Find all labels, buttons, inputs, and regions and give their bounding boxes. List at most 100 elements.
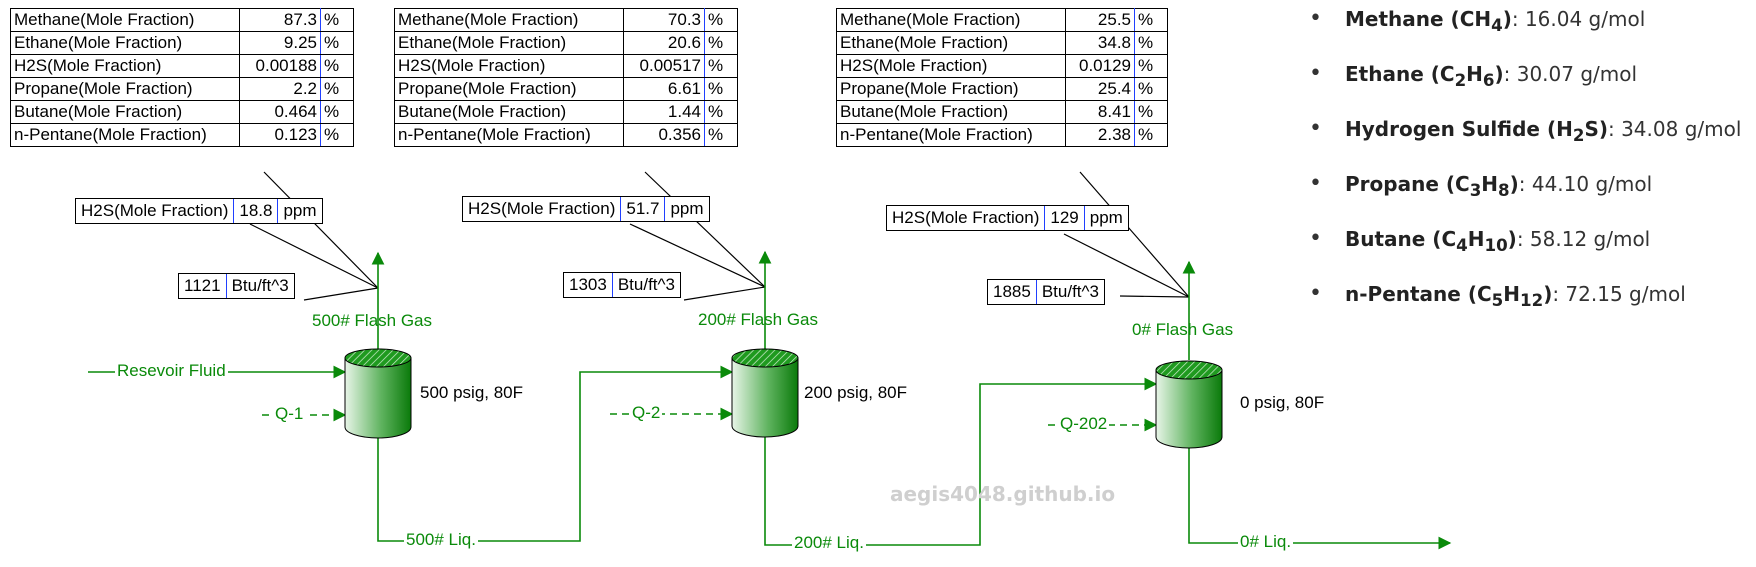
- bullet-icon: •: [1309, 281, 1322, 306]
- component-value: 20.6: [623, 31, 705, 55]
- heating-value-box-3: 1885 Btu/ft^3: [987, 279, 1105, 305]
- table-row: H2S(Mole Fraction)0.00517%: [394, 54, 738, 78]
- formula-subscript: 2: [1572, 126, 1585, 145]
- gas-stream-label-2: 200# Flash Gas: [698, 310, 819, 329]
- list-item: •Hydrogen Sulfide (H2S): 34.08 g/mol: [1303, 110, 1741, 165]
- heating-value: 1121: [184, 276, 221, 295]
- separator-vessel-2[interactable]: [731, 348, 799, 438]
- separator-conditions-1: 500 psig, 80F: [420, 383, 524, 402]
- component-unit: %: [1134, 8, 1168, 32]
- table-row: n-Pentane(Mole Fraction)0.356%: [394, 123, 738, 147]
- heating-unit: Btu/ft^3: [1035, 280, 1104, 304]
- h2s-label: H2S(Mole Fraction): [892, 208, 1040, 227]
- component-unit: %: [1134, 54, 1168, 78]
- component-label: n-Pentane(Mole Fraction): [836, 123, 1066, 147]
- h2s-label: H2S(Mole Fraction): [81, 201, 229, 220]
- component-value: 9.25: [239, 31, 321, 55]
- formula-part: C: [1476, 282, 1492, 306]
- component-unit: %: [704, 31, 738, 55]
- component-unit: %: [1134, 77, 1168, 101]
- h2s-value: 129: [1044, 206, 1085, 230]
- gas-stream-label-1: 500# Flash Gas: [312, 311, 433, 330]
- component-unit: %: [320, 8, 354, 32]
- component-value: 0.00188: [239, 54, 321, 78]
- h2s-ppm-box-2: H2S(Mole Fraction) 51.7 ppm: [462, 196, 710, 222]
- component-label: Propane(Mole Fraction): [10, 77, 240, 101]
- separator-vessel-3[interactable]: [1155, 360, 1223, 449]
- component-value: 8.41: [1065, 100, 1135, 124]
- component-unit: %: [320, 31, 354, 55]
- composition-table-1: Methane(Mole Fraction)87.3% Ethane(Mole …: [10, 8, 354, 147]
- compound-name: n-Pentane: [1345, 282, 1461, 306]
- component-label: H2S(Mole Fraction): [10, 54, 240, 78]
- component-label: Methane(Mole Fraction): [394, 8, 624, 32]
- liquid-stream-label-2: 200# Liq.: [792, 533, 866, 553]
- liquid-stream-label-1: 500# Liq.: [404, 530, 478, 550]
- molar-mass-value: : 16.04 g/mol: [1511, 7, 1646, 31]
- component-value: 0.00517: [623, 54, 705, 78]
- component-label: Butane(Mole Fraction): [394, 100, 624, 124]
- list-item: •Butane (C4H10): 58.12 g/mol: [1303, 220, 1741, 275]
- component-label: Ethane(Mole Fraction): [10, 31, 240, 55]
- h2s-value: 18.8: [233, 199, 279, 223]
- composition-table-2: Methane(Mole Fraction)70.3% Ethane(Mole …: [394, 8, 738, 147]
- component-unit: %: [320, 123, 354, 147]
- component-value: 34.8: [1065, 31, 1135, 55]
- energy-stream-label-2: Q-2: [630, 403, 663, 423]
- component-value: 6.61: [623, 77, 705, 101]
- list-item: •Methane (CH4): 16.04 g/mol: [1303, 0, 1741, 55]
- component-label: Ethane(Mole Fraction): [836, 31, 1066, 55]
- component-value: 0.356: [623, 123, 705, 147]
- component-label: Propane(Mole Fraction): [394, 77, 624, 101]
- component-label: n-Pentane(Mole Fraction): [394, 123, 624, 147]
- table-row: Propane(Mole Fraction)25.4%: [836, 77, 1168, 101]
- molar-mass-value: : 44.10 g/mol: [1518, 172, 1653, 196]
- h2s-ppm-box-3: H2S(Mole Fraction) 129 ppm: [886, 205, 1129, 231]
- table-row: Butane(Mole Fraction)0.464%: [10, 100, 354, 124]
- formula-part: CH: [1459, 7, 1492, 31]
- energy-stream-label-3: Q-202: [1058, 414, 1110, 434]
- formula-part: H: [1467, 227, 1485, 251]
- table-row: Butane(Mole Fraction)1.44%: [394, 100, 738, 124]
- energy-stream-label-1: Q-1: [273, 404, 306, 424]
- table-row: Methane(Mole Fraction)70.3%: [394, 8, 738, 32]
- compound-name: Hydrogen Sulfide: [1345, 117, 1540, 141]
- liquid-stream-label-3: 0# Liq.: [1238, 532, 1294, 552]
- component-label: Methane(Mole Fraction): [836, 8, 1066, 32]
- heating-value-box-2: 1303 Btu/ft^3: [563, 272, 681, 298]
- compound-name: Ethane: [1345, 62, 1424, 86]
- table-row: Propane(Mole Fraction)6.61%: [394, 77, 738, 101]
- component-value: 87.3: [239, 8, 321, 32]
- h2s-value: 51.7: [620, 197, 666, 221]
- formula-subscript: 12: [1520, 291, 1544, 310]
- component-label: Propane(Mole Fraction): [836, 77, 1066, 101]
- bullet-icon: •: [1309, 6, 1322, 31]
- component-value: 0.123: [239, 123, 321, 147]
- component-unit: %: [320, 100, 354, 124]
- watermark: aegis4048.github.io: [890, 482, 1116, 506]
- molar-mass-value: : 30.07 g/mol: [1503, 62, 1638, 86]
- component-unit: %: [320, 54, 354, 78]
- compound-name: Butane: [1345, 227, 1426, 251]
- molar-mass-value: : 34.08 g/mol: [1607, 117, 1742, 141]
- formula-subscript: 3: [1469, 181, 1482, 200]
- bullet-icon: •: [1309, 61, 1322, 86]
- formula-part: H: [1481, 172, 1499, 196]
- component-label: Ethane(Mole Fraction): [394, 31, 624, 55]
- formula-part: C: [1441, 227, 1457, 251]
- component-value: 25.4: [1065, 77, 1135, 101]
- table-row: H2S(Mole Fraction)0.00188%: [10, 54, 354, 78]
- component-unit: %: [704, 100, 738, 124]
- component-unit: %: [704, 123, 738, 147]
- table-row: Butane(Mole Fraction)8.41%: [836, 100, 1168, 124]
- component-value: 25.5: [1065, 8, 1135, 32]
- bullet-icon: •: [1309, 171, 1322, 196]
- h2s-unit: ppm: [1089, 208, 1123, 227]
- separator-vessel-1[interactable]: [344, 348, 412, 439]
- component-value: 70.3: [623, 8, 705, 32]
- list-item: •Ethane (C2H6): 30.07 g/mol: [1303, 55, 1741, 110]
- component-value: 0.0129: [1065, 54, 1135, 78]
- table-row: Propane(Mole Fraction)2.2%: [10, 77, 354, 101]
- table-row: Ethane(Mole Fraction)34.8%: [836, 31, 1168, 55]
- component-unit: %: [704, 54, 738, 78]
